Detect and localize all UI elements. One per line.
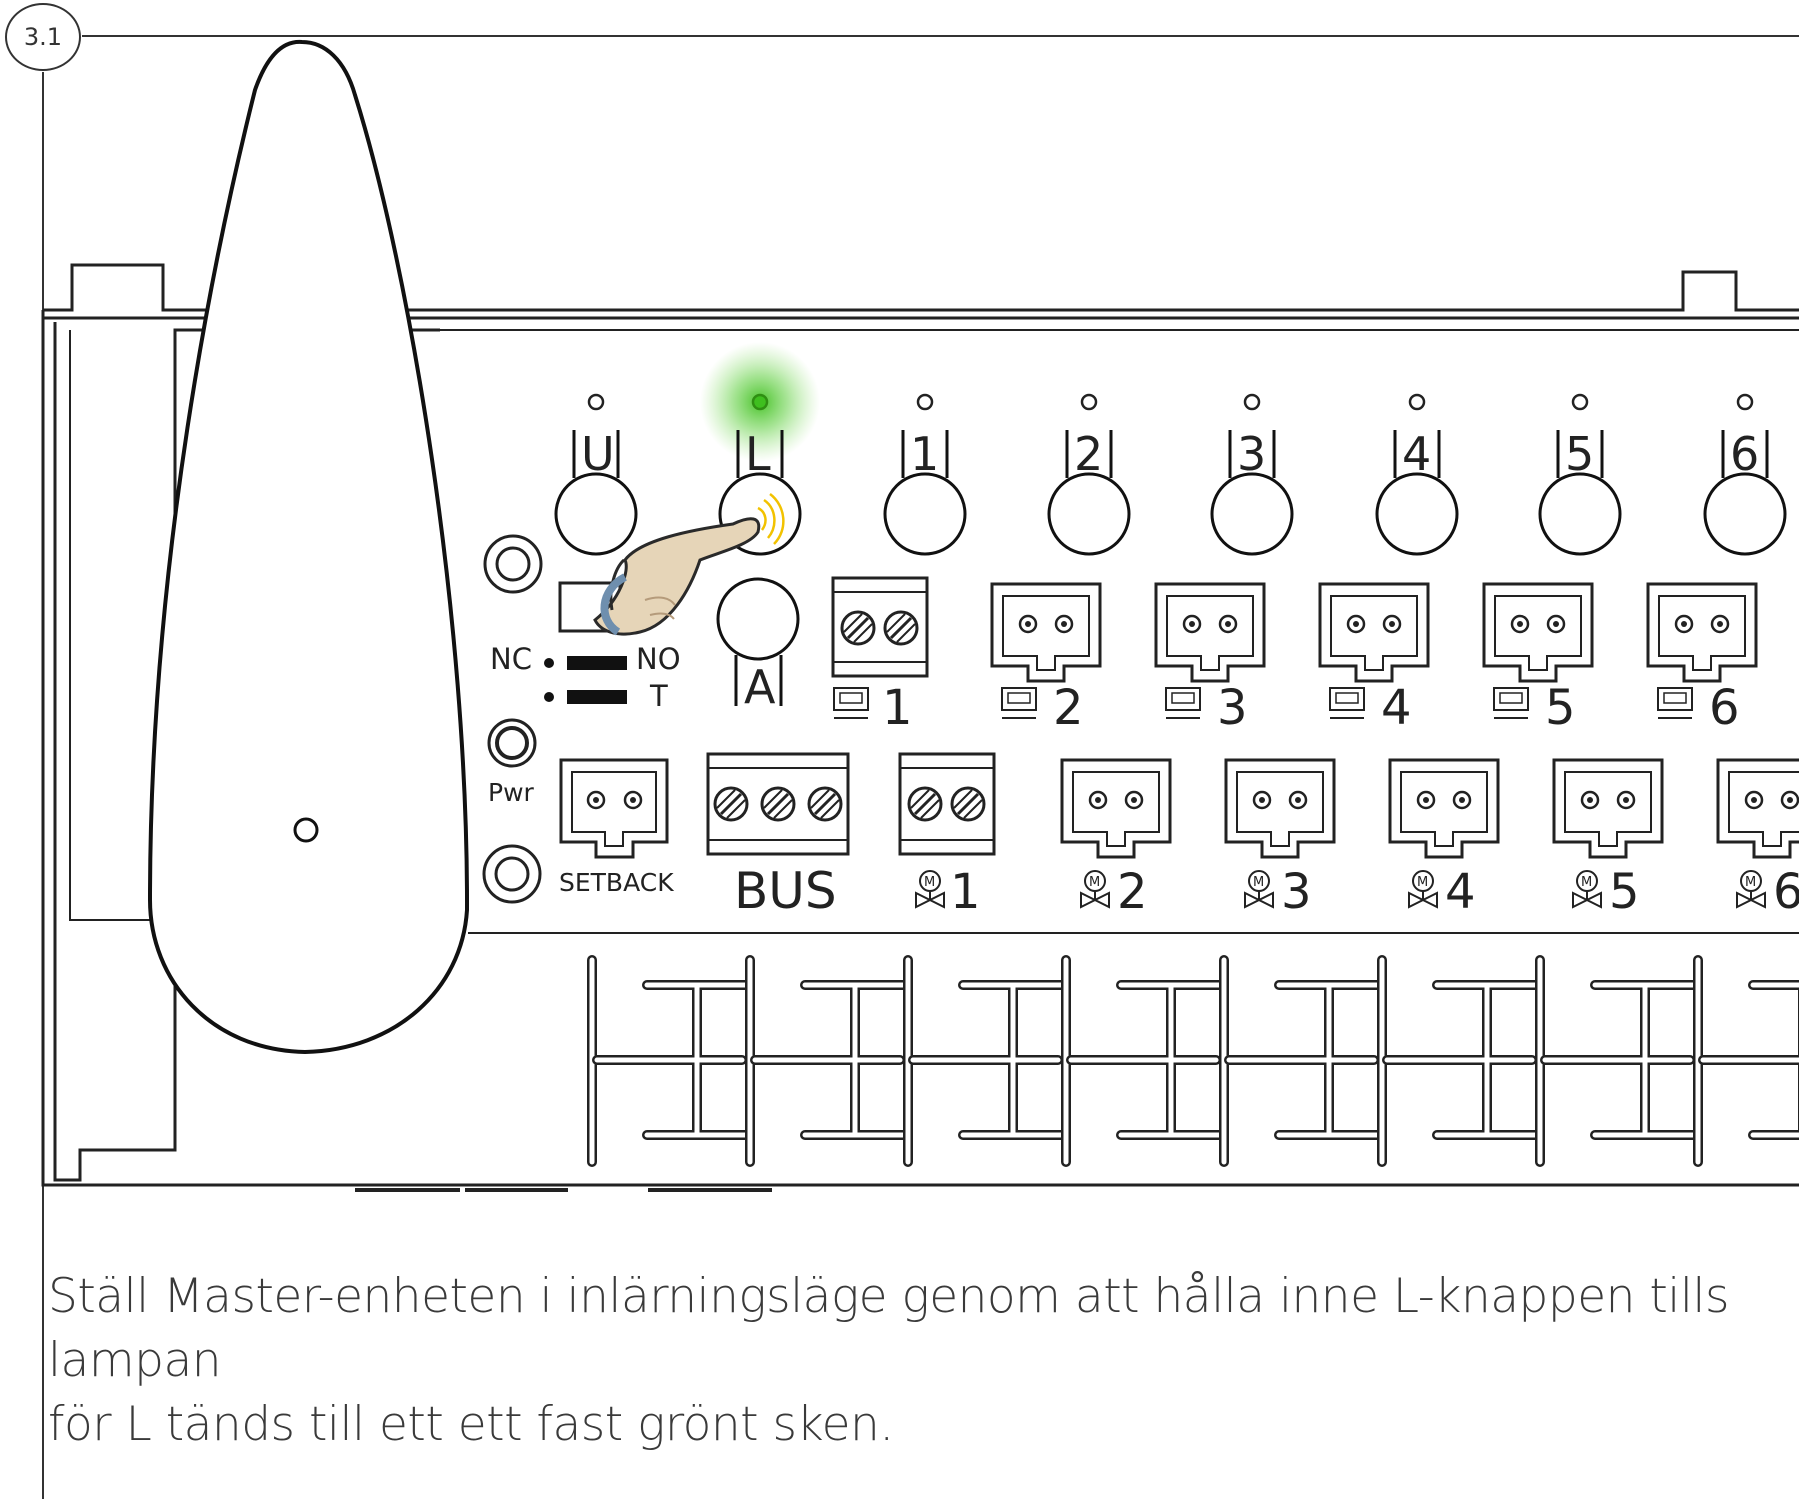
button-label: U [581, 427, 615, 481]
button-label: 6 [1730, 427, 1759, 481]
led-6 [1736, 393, 1754, 411]
button-label: L [745, 427, 771, 481]
pwr-label: Pwr [488, 778, 535, 807]
led-u [587, 393, 605, 411]
thermostat-number: 5 [1545, 680, 1576, 736]
instruction-text: Ställ Master-enheten i inlärningsläge ge… [48, 1265, 1768, 1457]
pressing-finger-icon [593, 493, 785, 636]
manifold-connectors [587, 955, 1799, 1167]
manifold-connector [1377, 955, 1542, 1167]
thermostat-number: 3 [1217, 680, 1248, 736]
led-l [751, 393, 769, 411]
thermostat-terminal-4: 4 [1318, 582, 1430, 736]
button-3[interactable]: 3 [1210, 393, 1294, 556]
manifold-connector [1693, 955, 1799, 1167]
manifold-connector [903, 955, 1068, 1167]
button-4[interactable]: 4 [1375, 393, 1459, 556]
a-button[interactable] [716, 577, 800, 661]
thermostat-number: 1 [882, 680, 913, 736]
button-cap[interactable] [1538, 472, 1622, 556]
nc-no-jumper [567, 656, 627, 670]
svg-text:M: M [1581, 875, 1592, 890]
instruction-line-2: för L tänds till ett ett fast grönt sken… [48, 1397, 894, 1452]
thermostat-number: 2 [1053, 680, 1084, 736]
thermostat-terminal-5: 5 [1482, 582, 1594, 736]
button-5[interactable]: 5 [1538, 393, 1622, 556]
svg-text:M: M [1417, 875, 1428, 890]
bus-label: BUS [734, 862, 837, 920]
button-row: U L 1 2 3 4 5 6 [554, 342, 1787, 556]
thermostat-terminal-6: 6 [1646, 582, 1758, 736]
button-cap[interactable] [554, 472, 638, 556]
actuator-number: 2 [1117, 864, 1148, 920]
nc-dot [544, 658, 554, 668]
button-2[interactable]: 2 [1047, 393, 1131, 556]
led-5 [1571, 393, 1589, 411]
actuator-number: 3 [1281, 864, 1312, 920]
actuator-number: 6 [1773, 864, 1799, 920]
actuator-number: 4 [1445, 864, 1476, 920]
button-cap[interactable] [1703, 472, 1787, 556]
button-6[interactable]: 6 [1703, 393, 1787, 556]
manifold-connector [1061, 955, 1226, 1167]
button-label: 1 [910, 427, 939, 481]
step-number-badge: 3.1 [5, 3, 81, 71]
setback-terminal [559, 758, 669, 859]
svg-text:M: M [1745, 875, 1756, 890]
actuator-number: 1 [950, 864, 981, 920]
cover-screw-hole [293, 817, 319, 843]
button-cap[interactable] [1375, 472, 1459, 556]
t-jumper [567, 690, 627, 704]
thermostat-terminal-row: 1 2 3 4 5 6 [831, 576, 1758, 736]
manifold-connector [1535, 955, 1700, 1167]
teardrop-cover [147, 39, 470, 1055]
button-label: 5 [1565, 427, 1594, 481]
led-1 [916, 393, 934, 411]
button-cap[interactable] [883, 472, 967, 556]
led-2 [1080, 393, 1098, 411]
manifold-connector [1219, 955, 1384, 1167]
thermostat-number: 4 [1381, 680, 1412, 736]
thermostat-number: 6 [1709, 680, 1740, 736]
mount-hole-bottom [482, 844, 542, 904]
t-label: T [649, 679, 668, 713]
mount-hole-top [483, 534, 543, 594]
button-1[interactable]: 1 [883, 393, 967, 556]
led-3 [1243, 393, 1261, 411]
nc-label: NC [490, 642, 532, 676]
instruction-line-1: Ställ Master-enheten i inlärningsläge ge… [48, 1269, 1729, 1388]
manifold-connector [745, 955, 910, 1167]
button-u[interactable]: U [554, 393, 638, 556]
svg-text:M: M [1089, 875, 1100, 890]
button-cap[interactable] [1210, 472, 1294, 556]
button-label: 4 [1402, 427, 1431, 481]
svg-text:M: M [1253, 875, 1264, 890]
setback-label: SETBACK [559, 868, 674, 897]
t-dot [544, 692, 554, 702]
thermostat-terminal-2: 2 [990, 582, 1102, 736]
thermostat-terminal-1: 1 [831, 576, 929, 736]
thermostat-terminal-3: 3 [1154, 582, 1266, 736]
no-label: NO [636, 642, 681, 676]
manifold-connector [587, 955, 752, 1167]
button-l[interactable]: L [700, 342, 820, 556]
left-controls: NC NO T Pwr SETBACK BUS [482, 534, 850, 920]
button-label: 2 [1074, 427, 1103, 481]
led-4 [1408, 393, 1426, 411]
actuator-number: 5 [1609, 864, 1640, 920]
svg-text:M: M [924, 875, 935, 890]
button-cap[interactable] [1047, 472, 1131, 556]
a-button-label: A [744, 660, 776, 714]
button-label: 3 [1237, 427, 1266, 481]
